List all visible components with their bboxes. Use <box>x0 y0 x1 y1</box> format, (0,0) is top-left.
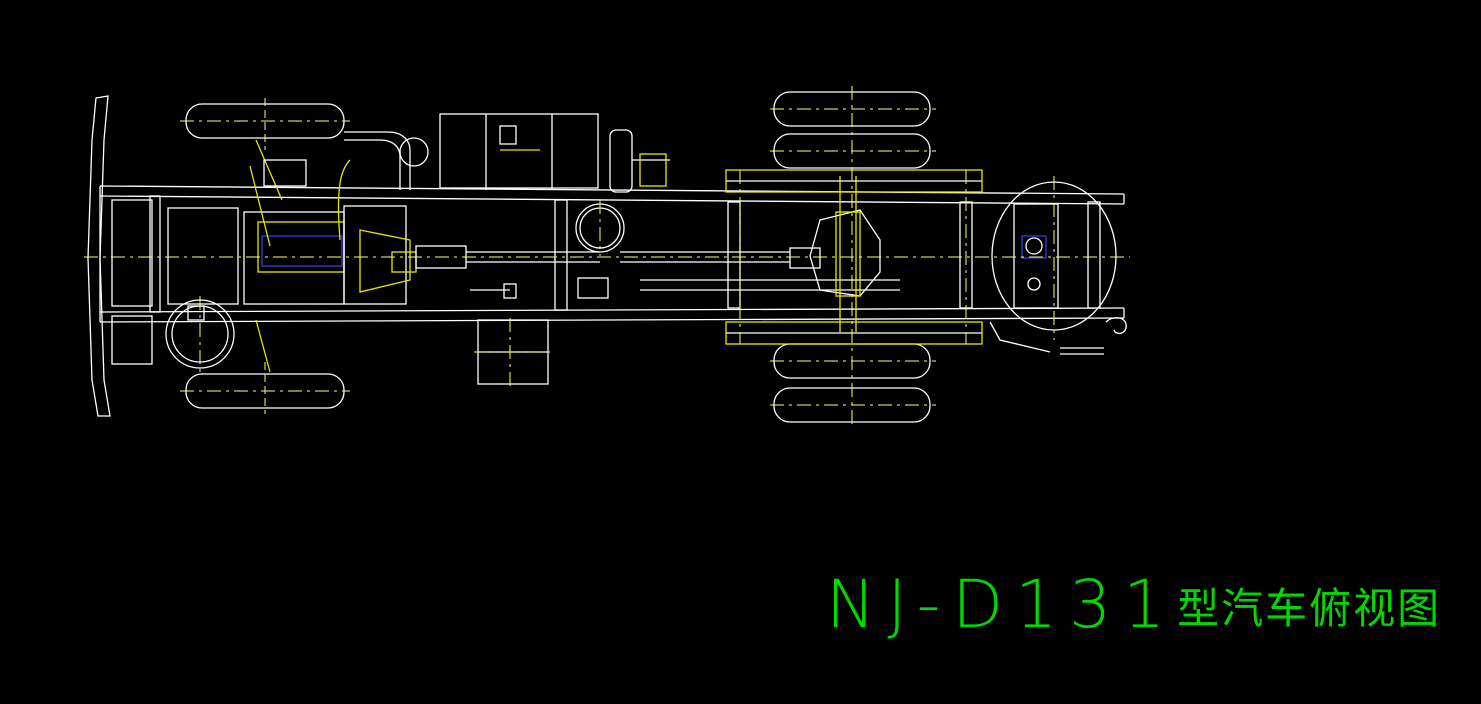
fuel-tank <box>439 113 599 190</box>
steering-wheel <box>111 299 235 369</box>
drawing-title-code: NJ-D131 <box>826 566 1178 643</box>
centerlines <box>84 86 1130 428</box>
front-bumper <box>87 95 111 417</box>
tow-hook <box>989 317 1127 355</box>
drawing-title: NJ-D131型汽车俯视图 <box>826 572 1441 638</box>
front-left-wheel <box>185 98 345 150</box>
drawing-title-description: 型汽车俯视图 <box>1177 584 1442 633</box>
air-intake-pipe <box>337 131 429 241</box>
rear-spring <box>725 169 983 345</box>
rear-differential <box>789 176 881 332</box>
chassis-frame <box>99 185 1125 323</box>
front-right-wheel <box>185 362 345 414</box>
engine <box>111 139 417 373</box>
air-reservoir <box>609 129 670 193</box>
